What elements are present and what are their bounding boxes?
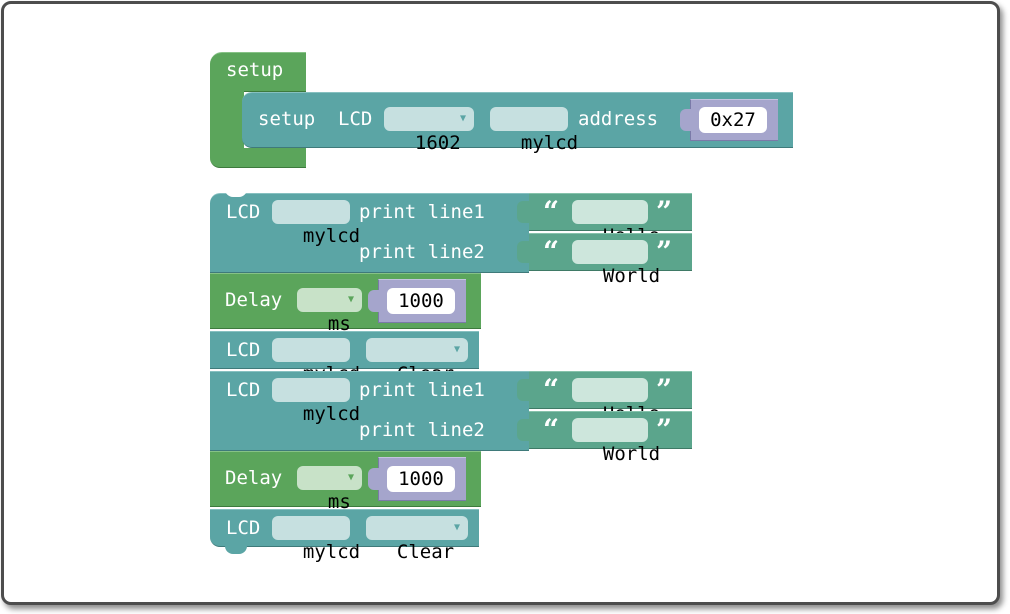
open-quote-icon: “: [543, 235, 560, 268]
lcd-clear-1-action-dropdown[interactable]: Clear ▼: [366, 338, 468, 385]
text-world-2-field[interactable]: World: [572, 418, 660, 465]
delay-1-label: Delay: [225, 289, 283, 311]
text-input-socket: [517, 379, 529, 401]
dropdown-caret-icon: ▼: [347, 294, 354, 305]
text-world-1-field[interactable]: World: [572, 240, 660, 287]
lcd-clear-1-lcd-label: LCD: [226, 339, 261, 361]
lcd-print-block-2[interactable]: [210, 371, 529, 451]
open-quote-icon: “: [543, 195, 560, 228]
delay-2-unit-value: ms: [327, 491, 351, 513]
dropdown-caret-icon: ▼: [459, 113, 466, 124]
address-value-field[interactable]: 0x27: [699, 107, 767, 133]
lcd-print-2-name-field[interactable]: mylcd: [272, 378, 360, 425]
delay-2-label: Delay: [225, 467, 283, 489]
lcd-model-value: 1602: [414, 132, 461, 154]
lcd-print-2-line2-label: print line2: [359, 419, 485, 441]
close-quote-icon: ”: [656, 195, 673, 228]
lcd-print-2-line1-label: print line1: [359, 379, 485, 401]
text-hello-1-field[interactable]: Hello: [572, 200, 660, 247]
delay-1-value-field[interactable]: 1000: [387, 288, 455, 314]
text-hello-2-field[interactable]: Hello: [572, 378, 660, 425]
lcd-name-field[interactable]: mylcd: [490, 107, 578, 154]
text-world-2-value: World: [602, 443, 661, 465]
lcd-setup-lcd-label: LCD: [338, 108, 373, 130]
number-input-socket: [368, 468, 380, 490]
text-input-socket: [517, 201, 529, 223]
close-quote-icon: ”: [656, 413, 673, 446]
lcd-clear-2-name-value: mylcd: [302, 541, 361, 563]
text-world-1-value: World: [602, 265, 661, 287]
number-input-socket: [368, 290, 380, 312]
lcd-print-2-lcd-label: LCD: [226, 379, 261, 401]
lcd-print-2-name-value: mylcd: [302, 403, 361, 425]
text-input-socket: [517, 241, 529, 263]
lcd-print-1-name-field[interactable]: mylcd: [272, 200, 360, 247]
lcd-print-1-line1-label: print line1: [359, 201, 485, 223]
open-quote-icon: “: [543, 373, 560, 406]
lcd-setup-label: setup: [258, 108, 316, 130]
setup-block-foot: [210, 148, 306, 168]
delay-2-value-field[interactable]: 1000: [387, 466, 455, 492]
lcd-clear-2-action-value: Clear: [396, 541, 455, 563]
address-input-socket: [680, 109, 692, 131]
dropdown-caret-icon: ▼: [453, 522, 460, 533]
lcd-clear-1-name-field[interactable]: mylcd: [272, 338, 360, 385]
dropdown-caret-icon: ▼: [347, 472, 354, 483]
close-quote-icon: ”: [656, 373, 673, 406]
lcd-print-1-line2-label: print line2: [359, 241, 485, 263]
lcd-clear-2-action-dropdown[interactable]: Clear ▼: [366, 516, 468, 563]
lcd-print-1-lcd-label: LCD: [226, 201, 261, 223]
delay-1-unit-value: ms: [327, 313, 351, 335]
text-input-socket: [517, 419, 529, 441]
open-quote-icon: “: [543, 413, 560, 446]
delay-1-unit-dropdown[interactable]: ms ▼: [297, 288, 362, 335]
lcd-model-dropdown[interactable]: 1602 ▼: [384, 107, 474, 154]
dropdown-caret-icon: ▼: [453, 344, 460, 355]
lcd-address-label: address: [578, 108, 659, 130]
setup-block[interactable]: [210, 52, 306, 92]
lcd-clear-2-lcd-label: LCD: [226, 517, 261, 539]
lcd-clear-2-name-field[interactable]: mylcd: [272, 516, 360, 563]
lcd-name-value: mylcd: [520, 132, 579, 154]
delay-2-unit-dropdown[interactable]: ms ▼: [297, 466, 362, 513]
close-quote-icon: ”: [656, 235, 673, 268]
setup-hat-label: setup: [226, 59, 284, 81]
lcd-print-1-name-value: mylcd: [302, 225, 361, 247]
block-bottom-notch: [225, 546, 247, 554]
lcd-print-block-1[interactable]: [210, 193, 529, 273]
setup-block-arm: [210, 90, 244, 150]
block-notch: [225, 189, 247, 197]
